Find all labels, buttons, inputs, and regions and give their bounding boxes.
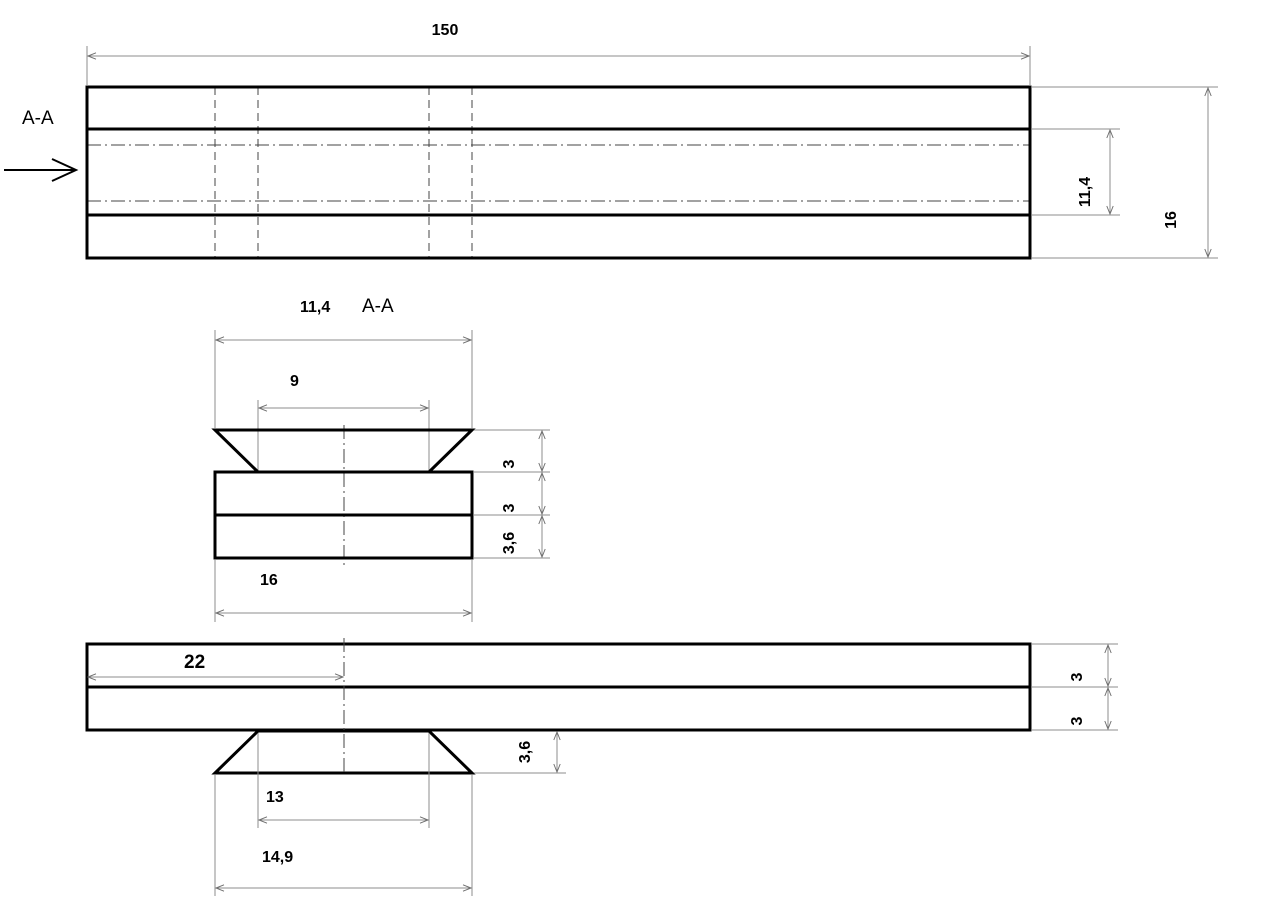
dimension-label: 11,4 (1077, 177, 1094, 207)
dimension-label: 9 (290, 373, 299, 390)
section-view: 11,4 A-A 9 3 3 3,6 16 (211, 296, 550, 622)
dimension-label: 14,9 (262, 849, 293, 866)
dimension-label: 150 (432, 22, 459, 39)
dimension-top-inner-height: 11,4 (1032, 128, 1120, 216)
dimension-label: 3 (501, 503, 518, 512)
section-marker-label: A-A (22, 108, 54, 129)
dimension-label: 3 (1069, 672, 1086, 681)
dimension-label: 13 (266, 789, 284, 806)
section-layer-lower (213, 513, 474, 560)
dimension-top-length: 150 (86, 22, 1031, 86)
dimension-label: 22 (184, 652, 205, 673)
top-view (85, 85, 1032, 260)
top-view-outline (85, 85, 1032, 260)
dimension-label: 16 (1163, 211, 1180, 229)
dimension-label: 3,6 (517, 741, 534, 763)
dimension-top-total-height: 16 (1032, 86, 1218, 259)
section-arrow-head-icon (51, 158, 79, 182)
dimension-label: 3,6 (501, 532, 518, 554)
front-view: 22 3 3 3,6 13 14,9 (85, 638, 1118, 896)
dimension-label: 3 (501, 459, 518, 468)
front-dovetail-rail (211, 729, 476, 775)
dimension-label: 11,4 (300, 299, 330, 316)
dimension-label: 3 (1069, 716, 1086, 725)
section-marker: A-A (4, 108, 79, 182)
dimension-label: 16 (260, 572, 278, 589)
section-title: A-A (362, 296, 394, 317)
